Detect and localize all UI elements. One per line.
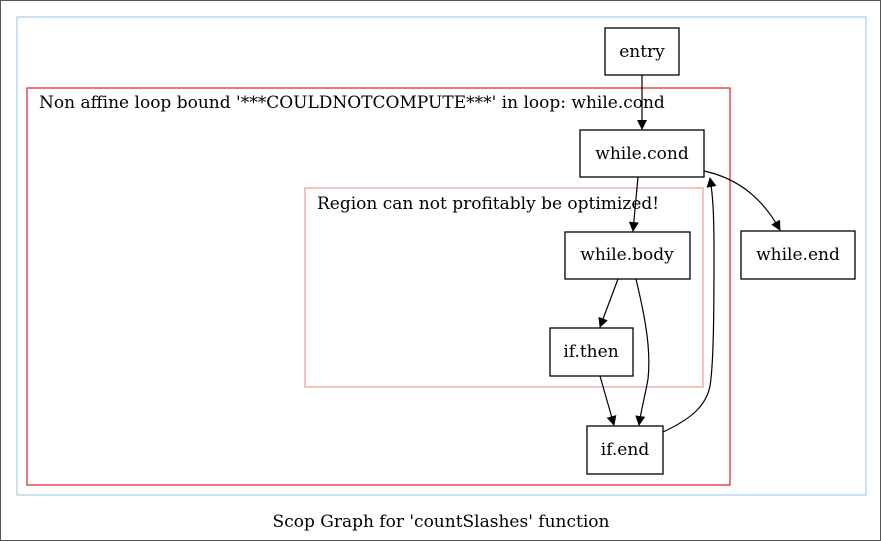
- region-cluster: [304, 187, 704, 388]
- node-if-end[interactable]: if.end: [586, 425, 664, 475]
- loop-cluster-label: Non affine loop bound '***COULDNOTCOMPUT…: [39, 93, 665, 113]
- loop-cluster: [26, 87, 731, 486]
- edge-while-body-if-end: [635, 278, 650, 426]
- outer-cluster: [16, 16, 867, 496]
- edge-while-cond-while-body: [628, 176, 639, 232]
- node-while-body-label: while.body: [580, 245, 674, 265]
- node-while-cond[interactable]: while.cond: [579, 129, 705, 178]
- node-entry[interactable]: entry: [604, 27, 680, 76]
- edge-if-end-while-cond: [662, 177, 717, 433]
- node-if-then[interactable]: if.then: [549, 327, 634, 377]
- node-while-body[interactable]: while.body: [564, 231, 691, 280]
- graph-caption: Scop Graph for 'countSlashes' function: [273, 512, 610, 532]
- node-entry-label: entry: [619, 42, 665, 62]
- node-if-then-label: if.then: [563, 342, 618, 362]
- edge-if-then-if-end: [599, 375, 617, 426]
- edge-while-body-if-then: [598, 278, 619, 328]
- node-while-cond-label: while.cond: [595, 144, 689, 164]
- region-cluster-label: Region can not profitably be optimized!: [317, 194, 659, 214]
- node-while-end[interactable]: while.end: [740, 230, 856, 280]
- edge-while-cond-while-end: [703, 170, 781, 231]
- node-while-end-label: while.end: [756, 245, 840, 265]
- node-if-end-label: if.end: [601, 440, 650, 460]
